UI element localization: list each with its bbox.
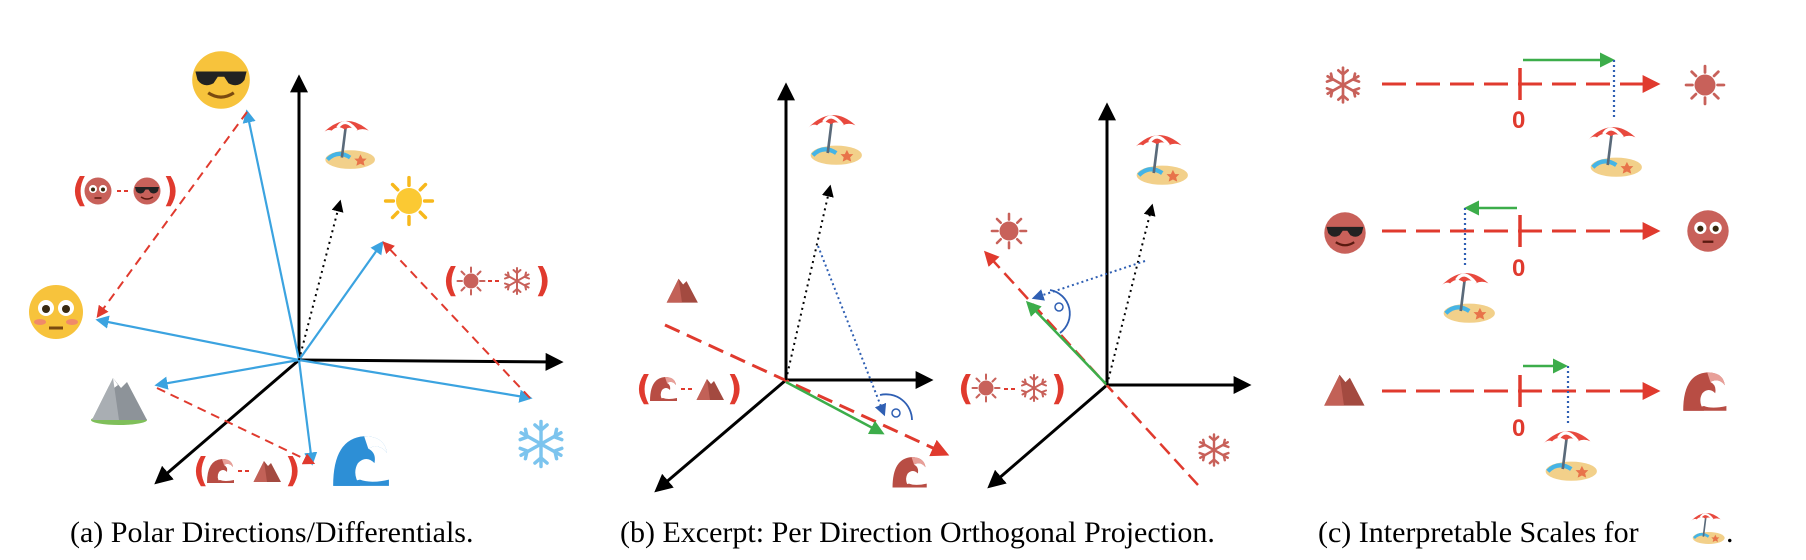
diff-label-wave-mountain: ( ) <box>193 451 301 491</box>
diff-label-flushed-cool: ( ) <box>72 171 179 211</box>
beach-umbrella-icon <box>323 121 375 169</box>
scale-row-mountain-wave: 0 <box>1324 358 1727 481</box>
vector-snow <box>298 358 533 403</box>
sunglasses-face-icon <box>1323 211 1367 255</box>
zero-label: 0 <box>1512 415 1525 442</box>
sun-icon <box>383 175 435 227</box>
wave-icon <box>650 377 677 401</box>
snowflake-icon <box>1198 433 1230 467</box>
flushed-face-icon <box>27 283 85 341</box>
svg-text:): ) <box>535 261 551 301</box>
sunglasses-face-icon <box>132 176 162 206</box>
vector-beach <box>298 199 344 361</box>
wave-icon <box>892 457 927 488</box>
mountain-icon <box>666 278 698 303</box>
beach-umbrella-icon <box>1135 135 1188 185</box>
wave-icon <box>333 436 389 486</box>
diff-label-sun-snow: ( ) <box>443 261 551 301</box>
wave-icon <box>1683 372 1727 411</box>
caption-b: (b) Excerpt: Per Direction Orthogonal Pr… <box>620 516 1215 549</box>
svg-text:(: ( <box>636 369 652 409</box>
svg-text:): ) <box>163 171 179 211</box>
svg-text:(: ( <box>443 261 459 301</box>
svg-text:(: ( <box>72 171 88 211</box>
diff-label-sun-snow: ( ) <box>958 369 1067 409</box>
snowflake-icon <box>1325 66 1361 104</box>
projection-vector <box>785 380 885 435</box>
axis-right <box>298 352 564 371</box>
beach-umbrella-icon <box>1544 431 1597 481</box>
mountain-icon <box>91 378 147 425</box>
vector-cool <box>242 109 301 361</box>
panel-b-right: ( ) <box>958 102 1252 489</box>
svg-text:(: ( <box>958 369 974 409</box>
caption-a: (a) Polar Directions/Differentials. <box>70 516 473 549</box>
zero-label: 0 <box>1512 255 1525 282</box>
mountain-icon <box>1324 374 1365 406</box>
svg-text:): ) <box>727 369 743 409</box>
panel-b-left: ( ) <box>636 82 950 493</box>
beach-umbrella-icon <box>1442 273 1495 323</box>
flushed-face-icon <box>1686 209 1730 253</box>
vector-mountain <box>154 358 300 390</box>
scale-row-cool-flushed: 0 <box>1323 200 1730 323</box>
polar-sun-snow <box>382 241 531 399</box>
vector-sun <box>298 240 384 361</box>
snowflake-icon <box>1021 374 1047 402</box>
vector-flushed <box>95 315 300 362</box>
diff-label-wave-mountain: ( ) <box>636 369 743 409</box>
svg-text:(: ( <box>193 451 209 491</box>
mountain-icon <box>253 461 281 482</box>
scale-row-snow-sun: 0 <box>1325 52 1726 177</box>
zero-label: 0 <box>1512 107 1525 134</box>
svg-text:): ) <box>1051 369 1067 409</box>
beach-umbrella-icon <box>809 115 862 165</box>
sunglasses-face-icon <box>190 49 252 111</box>
flushed-face-icon <box>83 176 113 206</box>
beach-umbrella-icon <box>1690 511 1726 546</box>
sun-icon <box>971 373 1001 403</box>
vector-wave <box>297 359 318 466</box>
snowflake-icon <box>504 267 530 295</box>
sun-icon <box>456 266 486 296</box>
sun-icon <box>990 212 1028 250</box>
snowflake-icon <box>518 419 564 469</box>
beach-umbrella-icon <box>1589 127 1642 177</box>
panel-c: 0 0 0 <box>1323 52 1730 481</box>
projection-vector <box>1025 300 1108 386</box>
caption-c: (c) Interpretable Scales for <box>1318 516 1639 549</box>
axis-down-left <box>154 358 300 485</box>
mountain-icon <box>696 379 724 400</box>
sun-icon <box>1684 64 1726 106</box>
direction-mountain-wave <box>664 323 950 457</box>
caption-c-period: . <box>1726 516 1734 549</box>
svg-text:): ) <box>285 451 301 491</box>
polar-cool-flushed <box>96 111 248 318</box>
panel-a: ( ) ( ) ( ) <box>27 49 564 491</box>
wave-icon <box>207 459 234 483</box>
